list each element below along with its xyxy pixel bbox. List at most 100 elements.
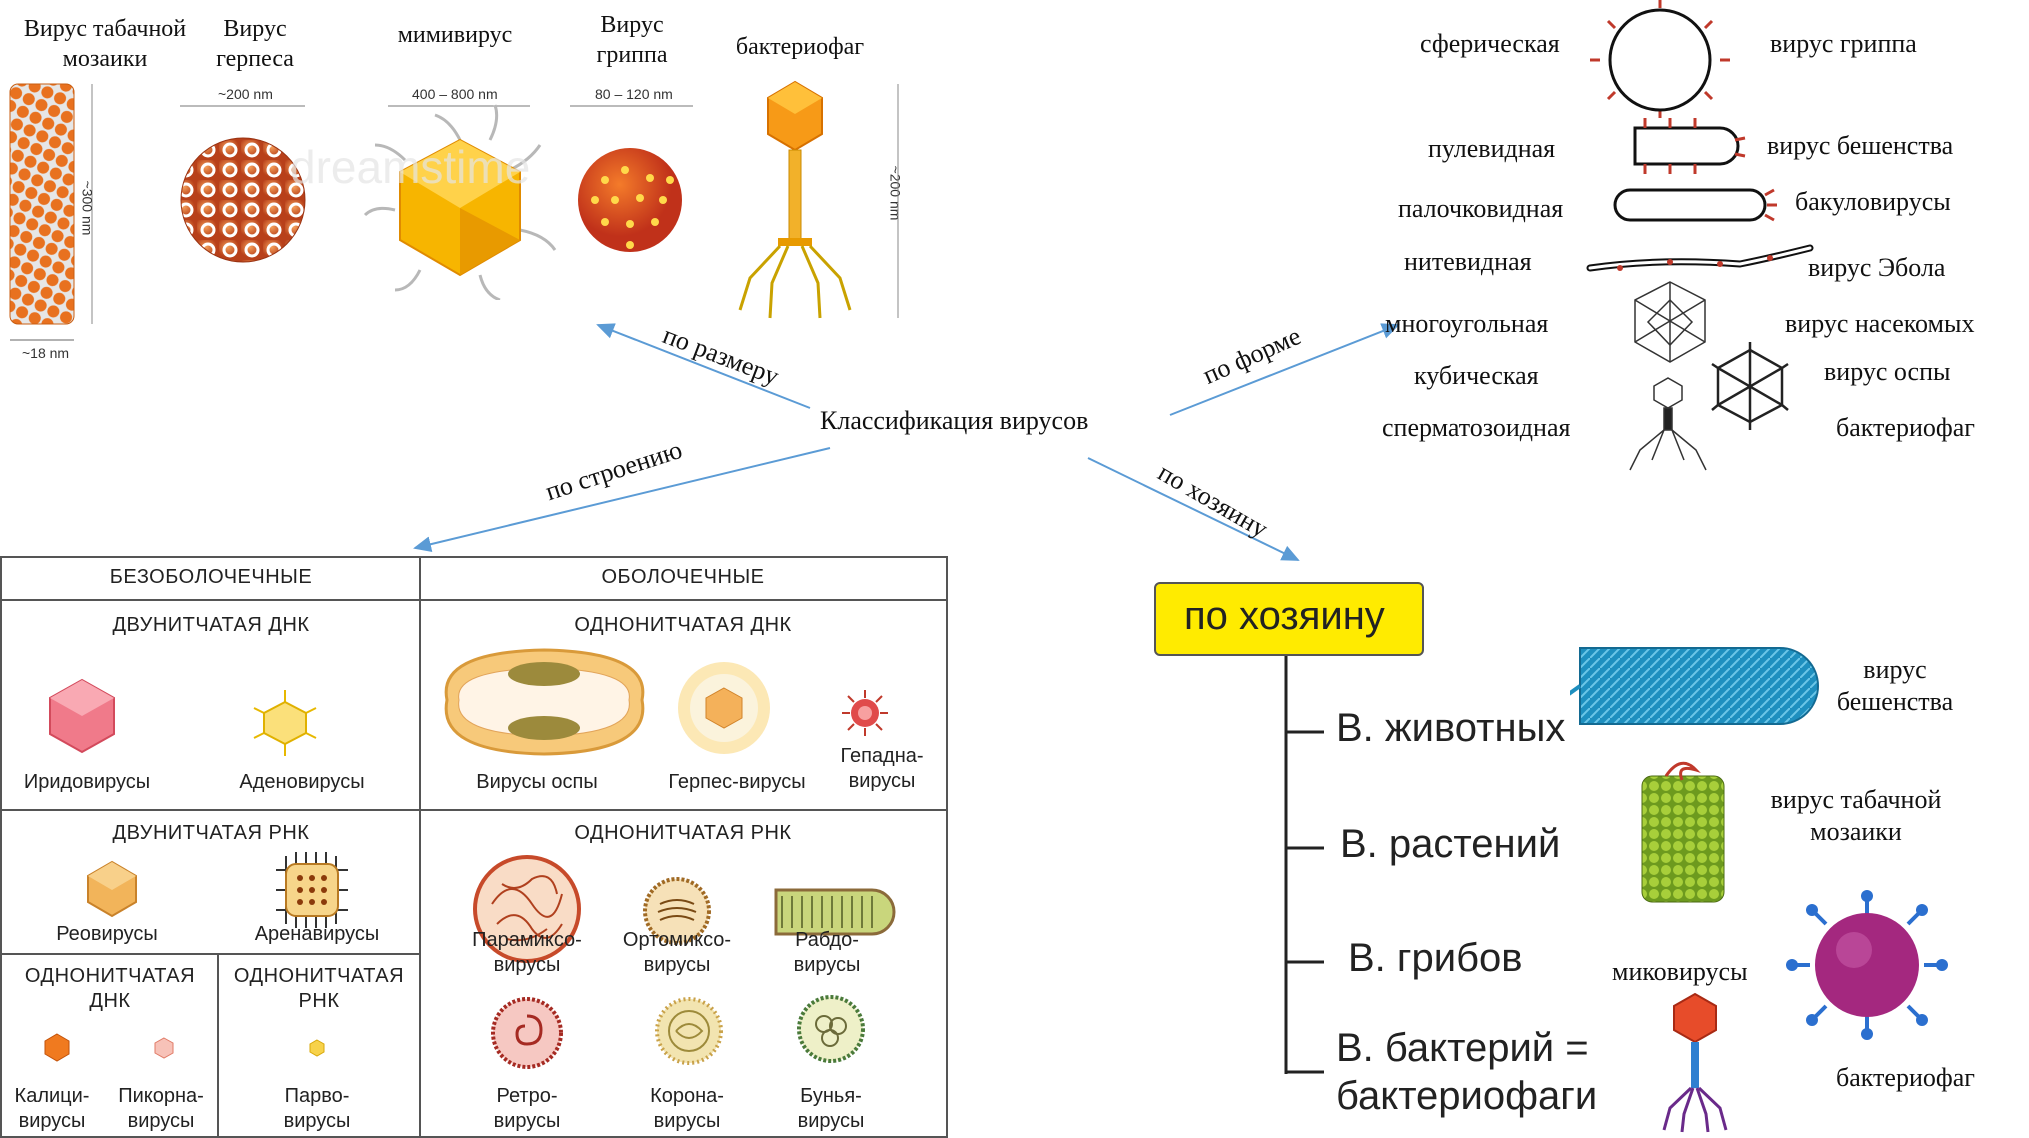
size-label-mimi: мимивирус [397, 22, 513, 48]
label-reovirus: Реовирусы [56, 923, 158, 945]
shape-example-4: вирус насекомых [1785, 309, 1975, 338]
center-title: Классификация вирусов [820, 406, 1089, 435]
label-coronavirus: Корона- вирусы [650, 1085, 724, 1132]
mycovirus-illustration [1786, 890, 1948, 1040]
shape-label-4: многоугольная [1385, 309, 1549, 338]
label-arenavirus: Аренавирусы [254, 923, 380, 945]
cubic-shape [1711, 342, 1789, 430]
poxvirus-icon [444, 648, 645, 756]
label-adenovirus: Аденовирусы [239, 771, 365, 793]
shape-label-1: пулевидная [1428, 134, 1556, 163]
hepadnavirus-icon [842, 690, 888, 736]
label-orthomyxovirus: Ортомиксо- вирусы [622, 929, 732, 976]
reovirus-icon [87, 860, 137, 918]
arenavirus-icon [276, 852, 348, 928]
host-example-tmv: вирус табачной мозаики [1770, 785, 1942, 846]
calicivirus-icon [44, 1033, 70, 1062]
host-title-box: по хозяину [1154, 582, 1424, 656]
picornavirus-icon [154, 1037, 174, 1059]
rod-shape [1613, 188, 1767, 222]
host-example-mycovirus: миковирусы [1612, 957, 1748, 986]
coronavirus-icon [655, 997, 723, 1065]
label-picornavirus: Пикорна- вирусы [118, 1085, 204, 1132]
label-hepadnavirus: Гепадна- вирусы [840, 745, 924, 792]
bunyavirus-icon [797, 995, 865, 1063]
col-header-enveloped: ОБОЛОЧЕЧНЫЕ [601, 566, 765, 588]
host-example-bacteriophage: бактериофаг [1836, 1063, 1975, 1092]
size-label-tmv: Вирус табачной мозаики [23, 16, 187, 72]
iridovirus-icon [49, 678, 115, 754]
shape-label-3: нитевидная [1404, 247, 1532, 276]
shape-example-5: вирус оспы [1824, 357, 1951, 386]
host-branch-plants: В. растений [1340, 822, 1561, 866]
shape-label-6: сперматозоидная [1382, 413, 1571, 442]
host-branch-fungi: В. грибов [1348, 936, 1523, 980]
rabies-virus-illustration [1570, 647, 1819, 725]
size-label-phage: бактериофаг [735, 34, 865, 60]
shape-example-6: бактериофаг [1836, 413, 1975, 442]
label-parvovirus: Парво- вирусы [283, 1085, 351, 1132]
arrow-host [1087, 457, 1300, 561]
watermark: dreamstime [290, 141, 531, 193]
group-nonenv-ssrna: ОДНОНИТЧАТАЯ РНК [233, 965, 405, 1012]
flu-illustration [570, 105, 693, 252]
group-nonenv-dsdna: ДВУНИТЧАТАЯ ДНК [112, 614, 310, 636]
arrow-shape [1169, 323, 1400, 416]
host-box-title: по хозяину [1184, 594, 1385, 638]
host-tree-lines [1284, 656, 1324, 1074]
phage-illustration [738, 80, 899, 319]
group-nonenv-ssdna: ОДНОНИТЧАТАЯ ДНК [24, 965, 196, 1012]
herpesvirus-icon [678, 662, 770, 754]
herpes-dim: ~200 nm [218, 86, 273, 102]
mimi-dim: 400 – 800 nm [412, 86, 498, 102]
shape-example-3: вирус Эбола [1808, 253, 1946, 282]
orthomyxovirus-icon [643, 877, 711, 945]
shape-example-2: бакуловирусы [1795, 187, 1951, 216]
shape-label-2: палочковидная [1398, 194, 1564, 223]
bullet-shape [1633, 126, 1740, 166]
mimivirus-illustration [363, 104, 557, 300]
retrovirus-icon [491, 997, 563, 1069]
label-poxvirus: Вирусы оспы [476, 771, 598, 793]
herpes-illustration [180, 105, 306, 263]
table-grid [2, 558, 946, 1136]
sphere-shape [1608, 8, 1712, 112]
host-example-rabies: вирус бешенства [1836, 655, 1954, 716]
tmv-height: ~300 nm [79, 180, 96, 236]
col-header-nonenveloped: БЕЗОБОЛОЧЕЧНЫЕ [109, 566, 313, 588]
tmv-width: ~18 nm [22, 345, 70, 361]
label-paramyxovirus: Парамиксо- вирусы [472, 929, 582, 976]
label-iridovirus: Иридовирусы [23, 771, 151, 793]
paramyxovirus-icon [473, 855, 581, 963]
host-branch-animals: В. животных [1336, 706, 1566, 750]
shape-example-0: вирус гриппа [1770, 29, 1917, 58]
shape-example-1: вирус бешенства [1767, 131, 1954, 160]
shape-label-0: сферическая [1420, 29, 1560, 58]
shape-illustrations [1586, 0, 1814, 471]
arrow-structure [413, 447, 831, 553]
structure-table: БЕЗОБОЛОЧЕЧНЫЕ ОБОЛОЧЕЧНЫЕ ДВУНИТЧАТАЯ Д… [0, 556, 948, 1138]
arrow-size [596, 323, 811, 409]
group-nonenv-dsrna: ДВУНИТЧАТАЯ РНК [112, 822, 310, 844]
adenovirus-icon [253, 690, 317, 756]
group-env-ssdna: ОДНОНИТЧАТАЯ ДНК [574, 614, 792, 636]
tmv-illustration [9, 83, 93, 341]
bacteriophage-host-illustration [1662, 992, 1728, 1133]
size-label-herpes: Вирус герпеса [216, 16, 294, 72]
tmv-host-illustration [1641, 761, 1725, 903]
parvovirus-icon [309, 1039, 325, 1057]
group-env-ssrna: ОДНОНИТЧАТАЯ РНК [574, 822, 792, 844]
label-retrovirus: Ретро- вирусы [493, 1085, 561, 1132]
shape-label-5: кубическая [1414, 361, 1539, 390]
label-rhabdovirus: Рабдо- вирусы [793, 929, 861, 976]
size-label-flu: Вирус гриппа [596, 12, 668, 68]
label-bunyavirus: Бунья- вирусы [797, 1085, 865, 1132]
host-branch-bacteria: В. бактерий = бактериофаги [1336, 1026, 1598, 1118]
label-herpesvirus: Герпес-вирусы [668, 771, 806, 793]
flu-dim: 80 – 120 nm [595, 86, 673, 102]
rhabdovirus-icon [774, 888, 896, 936]
tadpole-shape [1629, 377, 1707, 471]
label-calicivirus: Калици- вирусы [14, 1085, 90, 1132]
polygon-shape [1634, 281, 1706, 363]
